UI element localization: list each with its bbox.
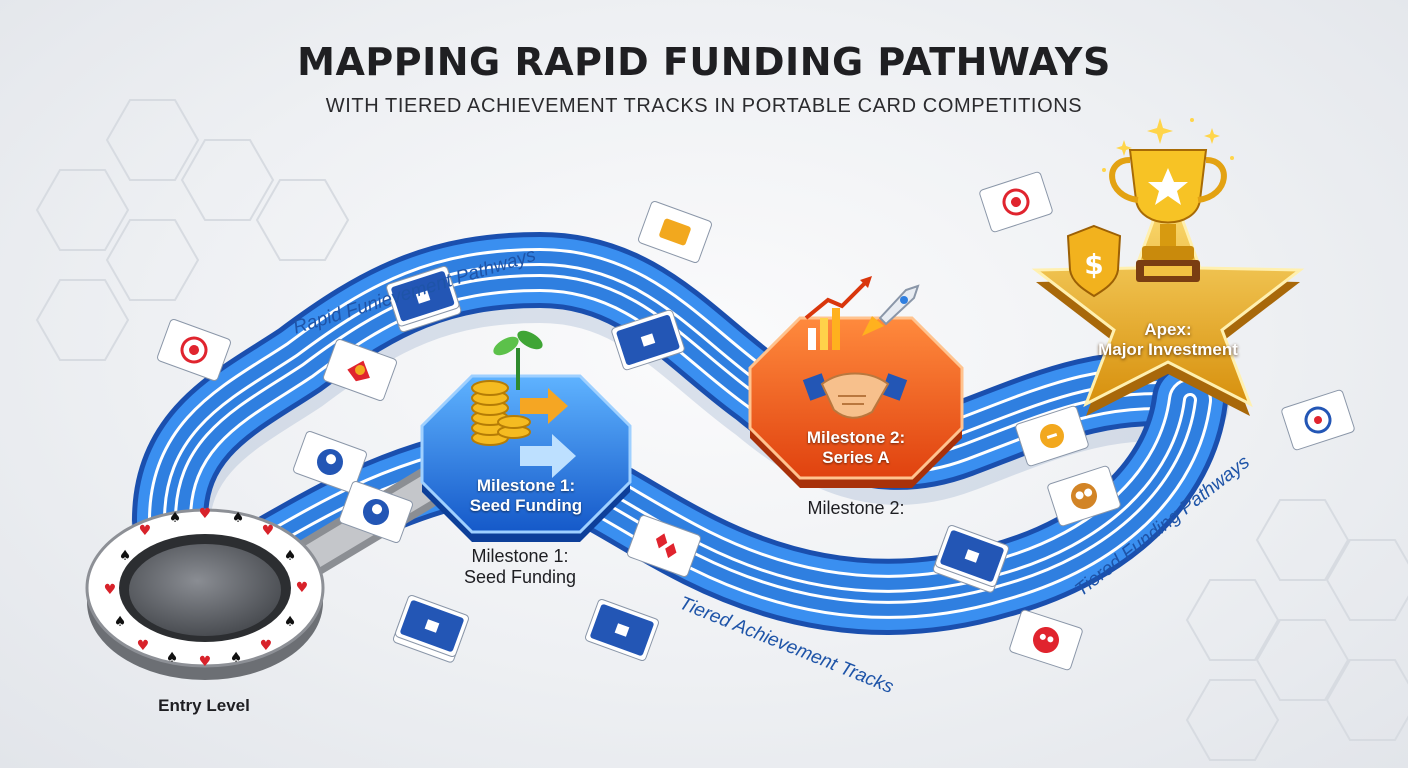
svg-text:♠: ♠	[169, 510, 182, 526]
dollar-shield-icon: $	[1066, 224, 1122, 298]
page-title: MAPPING RAPID FUNDING PATHWAYS	[297, 40, 1111, 84]
card-3	[638, 201, 712, 263]
svg-text:♥: ♥	[262, 523, 275, 539]
card-5	[323, 339, 397, 401]
arrow-icon	[520, 388, 576, 478]
svg-text:♠: ♠	[166, 650, 179, 666]
svg-text:♠: ♠	[284, 548, 297, 564]
card-10	[585, 599, 659, 661]
card-16	[1009, 609, 1083, 671]
upper-track	[132, 231, 1228, 558]
milestone-2-badge	[748, 276, 964, 488]
card-13	[1015, 405, 1089, 467]
svg-text:♠: ♠	[284, 614, 297, 630]
sparkles	[1102, 118, 1234, 172]
svg-text:♥: ♥	[104, 582, 117, 598]
rocket-icon	[862, 284, 920, 336]
card-4	[157, 319, 231, 381]
card-stack-9	[392, 595, 469, 663]
svg-text:♥: ♥	[199, 654, 212, 670]
milestone-2-caption: Milestone 2:	[807, 498, 905, 518]
target-icon	[1002, 188, 1030, 216]
svg-text:♠: ♠	[232, 510, 245, 526]
svg-text:$: $	[1084, 248, 1103, 281]
apex-star: $	[1031, 118, 1305, 416]
svg-text:♥: ♥	[139, 523, 152, 539]
card-14	[1047, 465, 1121, 527]
card-15	[1281, 389, 1355, 451]
svg-text:♥: ♥	[137, 638, 150, 654]
svg-text:♠: ♠	[114, 614, 127, 630]
card-7	[339, 481, 413, 543]
background-hexagons	[35, 99, 1408, 761]
card-stack-11	[932, 525, 1009, 593]
suit-ring: ♠ ♥ ♠ ♥ ♠ ♥ ♠ ♥ ♠ ♥ ♠ ♥ ♠ ♥ ♠ ♥	[104, 506, 309, 670]
card-8	[627, 515, 701, 577]
entry-level-label: Entry Level	[158, 696, 250, 715]
svg-text:♥: ♥	[260, 638, 273, 654]
card-stack-1	[386, 265, 462, 333]
handshake-icon	[802, 372, 908, 419]
card-6	[293, 431, 367, 493]
svg-text:♠: ♠	[119, 548, 132, 564]
svg-text:♠: ♠	[230, 650, 243, 666]
svg-text:♥: ♥	[296, 580, 309, 596]
growth-chart-icon	[804, 276, 872, 350]
trophy-icon	[1109, 149, 1227, 282]
coin-stack-icon	[471, 380, 531, 446]
entry-disc: ♠ ♥ ♠ ♥ ♠ ♥ ♠ ♥ ♠ ♥ ♠ ♥ ♠ ♥ ♠ ♥	[85, 506, 325, 680]
apex-label: Apex: Major Investment	[1098, 320, 1238, 359]
milestone-1-caption: Milestone 1: Seed Funding	[463, 546, 577, 587]
sprout-icon	[493, 330, 543, 390]
milestone-1-badge	[420, 330, 632, 542]
milestone-1-badge-label: Milestone 1: Seed Funding	[469, 476, 583, 515]
milestone-2-badge-label: Milestone 2: Series A	[806, 428, 906, 467]
svg-text:♥: ♥	[199, 506, 212, 522]
card-2	[611, 309, 685, 371]
page-subtitle: WITH TIERED ACHIEVEMENT TRACKS IN PORTAB…	[325, 95, 1083, 117]
card-12	[979, 171, 1053, 233]
